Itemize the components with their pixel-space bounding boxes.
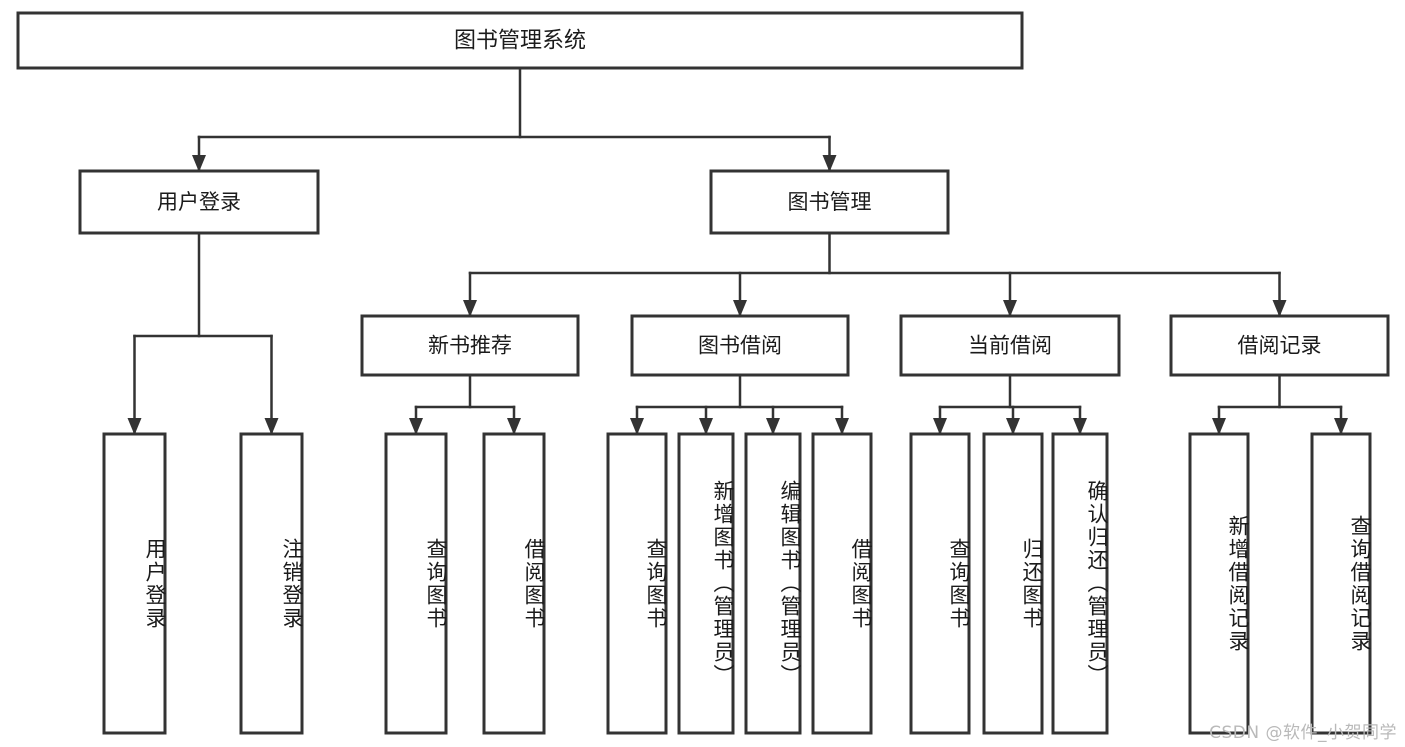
node-label-book-manage: 图书管理 xyxy=(788,190,872,214)
node-leaf-leaf-return-book[interactable] xyxy=(982,432,1044,735)
node-label-current-borrow: 当前借阅 xyxy=(968,334,1052,358)
watermark-text: CSDN @软件_小贺同学 xyxy=(1209,723,1397,743)
node-l3-borrow-record[interactable] xyxy=(1169,314,1390,377)
node-leaf-leaf-add-book[interactable] xyxy=(677,432,735,735)
arrow-head-icon xyxy=(822,155,837,172)
node-l2-book-manage[interactable] xyxy=(709,169,950,235)
node-leaf-leaf-query-book-2[interactable] xyxy=(606,432,668,735)
arrow-head-icon xyxy=(409,418,423,435)
arrow-head-icon xyxy=(192,155,206,172)
node-label-book-borrow: 图书借阅 xyxy=(698,334,782,358)
node-leaf-leaf-query-book-3[interactable] xyxy=(909,432,971,735)
arrow-head-icon xyxy=(1334,418,1348,435)
node-l3-book-borrow[interactable] xyxy=(630,314,850,377)
arrow-head-icon xyxy=(1272,300,1287,317)
node-leaf-leaf-query-book-1[interactable] xyxy=(384,432,448,735)
arrow-head-icon xyxy=(463,300,477,317)
arrow-head-icon xyxy=(1006,418,1020,435)
node-leaf-leaf-add-record[interactable] xyxy=(1188,432,1250,735)
arrow-head-icon xyxy=(507,418,521,435)
node-leaf-leaf-edit-book[interactable] xyxy=(744,432,802,735)
node-leaf-leaf-confirm-return[interactable] xyxy=(1051,432,1109,735)
arrow-head-icon xyxy=(630,418,644,435)
arrow-head-icon xyxy=(933,418,947,435)
node-l3-new-book-rec[interactable] xyxy=(360,314,580,377)
node-leaf-leaf-logout[interactable] xyxy=(239,432,304,735)
arrow-head-icon xyxy=(264,418,279,435)
arrow-head-icon xyxy=(1003,300,1017,317)
connectors-layer xyxy=(127,66,1348,435)
node-leaf-leaf-query-record[interactable] xyxy=(1310,432,1372,735)
arrow-head-icon xyxy=(1073,418,1087,435)
node-label-user-login: 用户登录 xyxy=(157,190,241,214)
node-root-root[interactable] xyxy=(16,11,1024,70)
arrow-head-icon xyxy=(699,418,713,435)
arrow-head-icon xyxy=(733,300,747,317)
node-leaf-leaf-borrow-book-2[interactable] xyxy=(811,432,873,735)
node-label-borrow-record: 借阅记录 xyxy=(1238,334,1322,358)
arrow-head-icon xyxy=(1212,418,1226,435)
node-label-root: 图书管理系统 xyxy=(454,29,586,54)
arrow-head-icon xyxy=(835,418,849,435)
node-label-new-book-rec: 新书推荐 xyxy=(428,334,512,358)
arrow-head-icon xyxy=(127,418,142,435)
arrow-head-icon xyxy=(766,418,780,435)
node-l3-current-borrow[interactable] xyxy=(899,314,1121,377)
node-leaf-leaf-user-login[interactable] xyxy=(102,432,167,735)
nodes-layer xyxy=(16,11,1390,735)
node-l2-user-login[interactable] xyxy=(78,169,320,235)
node-leaf-leaf-borrow-book-1[interactable] xyxy=(482,432,546,735)
